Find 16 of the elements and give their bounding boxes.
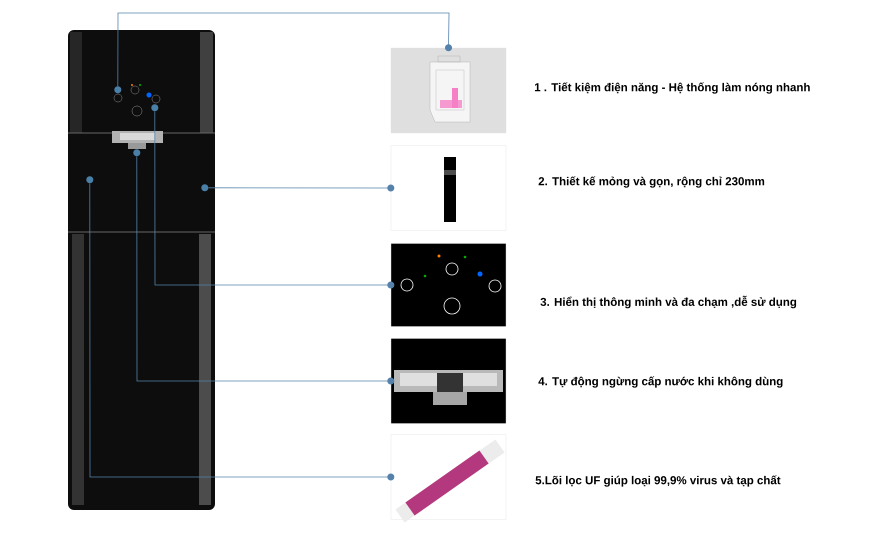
leader-line (117, 12, 452, 86)
point-marker (86, 176, 94, 184)
dispenser-drawing (68, 30, 216, 510)
leader-line (136, 156, 394, 384)
feature-text: 2. Thiết kế mỏng và gọn, rộng chỉ 230mm (538, 176, 764, 188)
leader-line (154, 111, 394, 288)
feature-text: 4. Tự động ngừng cấp nước khi không dùng (538, 376, 782, 388)
feature-text: 1 . Tiết kiệm điện năng - Hệ thống làm nóng nhanh (534, 82, 810, 94)
leader-line (89, 183, 394, 480)
point-marker (201, 184, 208, 192)
leader-line (208, 184, 394, 192)
point-marker (151, 104, 158, 112)
feature-text: 3. Hiển thị thông minh và đa chạm ,dễ sử dụng (540, 296, 796, 308)
point-marker (133, 149, 140, 156)
point-marker (114, 86, 122, 94)
feature-text: 5.Lõi lọc UF giúp loại 99,9% virus và tạp chất (536, 475, 780, 487)
